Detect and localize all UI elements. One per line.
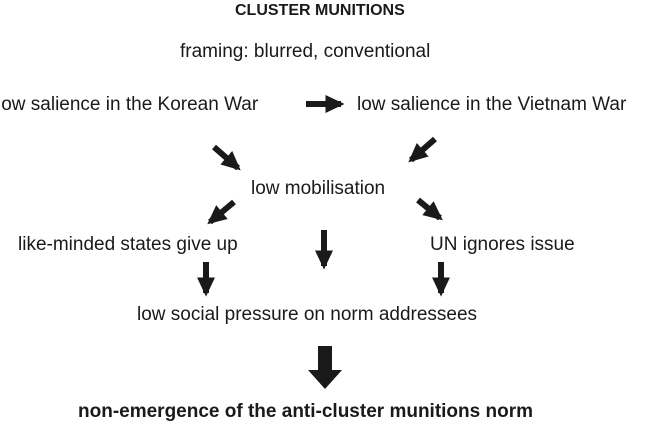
arrow-vietnam-to-mobilisation xyxy=(408,136,437,163)
arrow-mobilisation-to-like-minded xyxy=(207,199,236,225)
node-social-pressure: low social pressure on norm addressees xyxy=(137,304,478,325)
node-un-ignores-issue: UN ignores issue xyxy=(430,234,575,255)
node-outcome: non-emergence of the anti-cluster muniti… xyxy=(78,401,533,422)
node-low-mobilisation: low mobilisation xyxy=(251,178,386,199)
node-like-minded-states: like-minded states give up xyxy=(18,234,238,255)
diagram-title: CLUSTER MUNITIONS xyxy=(235,2,405,19)
node-vietnam-war: low salience in the Vietnam War xyxy=(357,94,627,115)
arrow-korean-to-mobilisation xyxy=(212,144,241,171)
node-korean-war: low salience in the Korean War xyxy=(0,94,259,115)
framing-label: framing: blurred, conventional xyxy=(180,41,431,62)
arrow-mobilisation-to-un xyxy=(416,197,443,221)
arrow-pressure-to-outcome xyxy=(308,346,342,389)
